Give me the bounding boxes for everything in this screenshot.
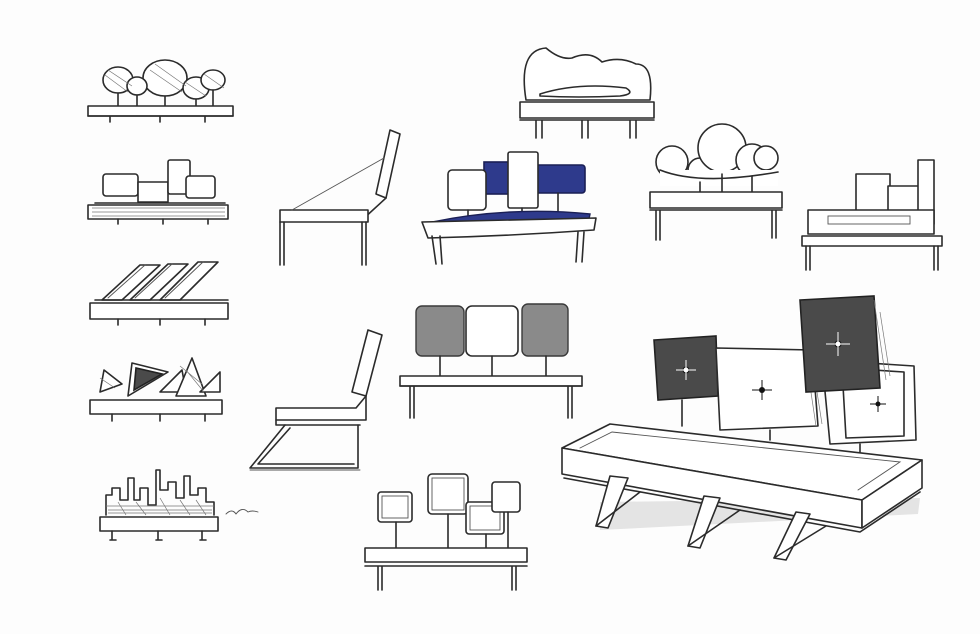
bench-outline-squares bbox=[364, 473, 528, 591]
bench-perspective-tufted-cushions bbox=[561, 295, 923, 561]
bench-slanted-planks bbox=[89, 261, 229, 326]
bench-cloud-backrest bbox=[519, 47, 655, 139]
bench-stepped-blocks bbox=[801, 159, 943, 271]
bench-blue-cushions bbox=[421, 151, 597, 265]
lounge-chair-sled-base bbox=[249, 329, 383, 471]
bench-three-gray-cushions bbox=[399, 303, 583, 419]
bench-block-cushions bbox=[87, 159, 229, 225]
bench-triangle-cushions bbox=[89, 357, 223, 422]
bench-tree-outline-backrest bbox=[649, 123, 783, 241]
bench-city-skyline bbox=[99, 469, 259, 541]
bench-tree-canopy-backrest bbox=[87, 59, 234, 123]
lounge-chair-side-view bbox=[279, 129, 401, 266]
